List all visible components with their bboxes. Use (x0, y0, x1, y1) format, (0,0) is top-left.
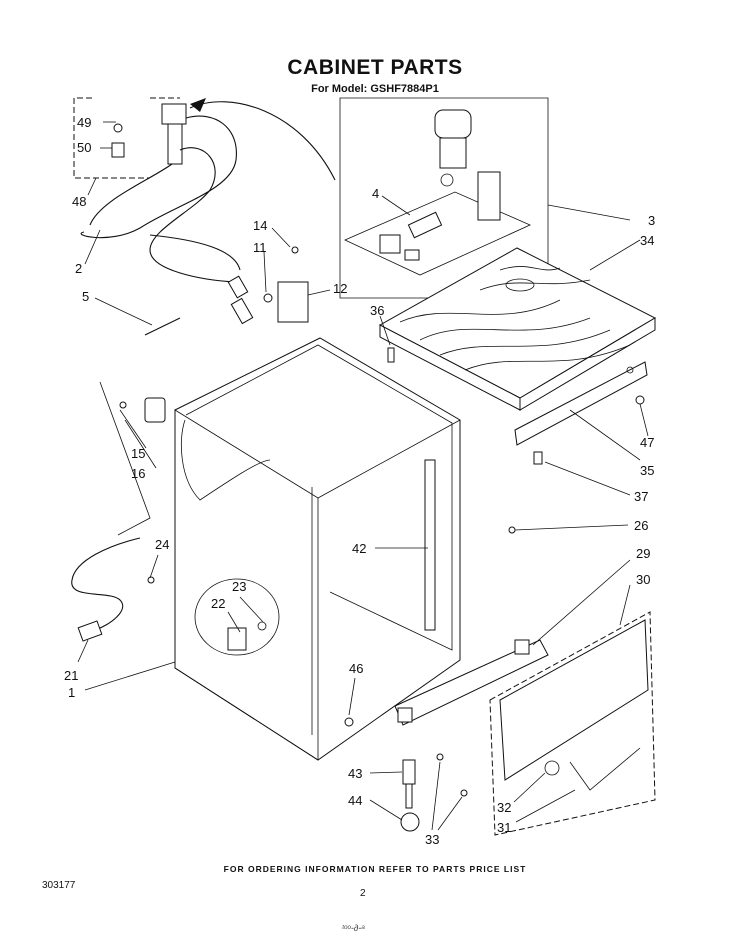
model-subtitle: For Model: GSHF7884P1 (311, 83, 439, 95)
callout-50: 50 (77, 140, 91, 155)
callout-1: 1 (68, 685, 75, 700)
callout-11: 11 (253, 240, 267, 255)
document-number: 303177 (42, 880, 76, 891)
cabinet-base (394, 611, 656, 836)
page-number: 2 (360, 888, 366, 899)
callout-23: 23 (232, 579, 246, 594)
screws (119, 246, 645, 797)
page-title: CABINET PARTS (287, 56, 463, 79)
callout-33: 33 (425, 832, 439, 847)
leader-lines (77, 121, 649, 831)
callout-12: 12 (333, 281, 347, 296)
cabinet-top-panel (378, 247, 657, 411)
callout-29: 29 (636, 546, 650, 561)
callout-5: 5 (82, 289, 89, 304)
cabinet-body (174, 337, 461, 761)
rear-bracket (514, 361, 648, 446)
callout-31: 31 (497, 820, 511, 835)
callout-37: 37 (634, 489, 648, 504)
power-cord (71, 381, 151, 642)
detail-box-lid-lock (339, 97, 549, 299)
callout-21: 21 (64, 668, 78, 683)
inlet-valve-assembly (73, 97, 336, 325)
callout-14: 14 (253, 218, 267, 233)
callout-49: 49 (77, 115, 91, 130)
callout-4: 4 (372, 186, 379, 201)
callout-43: 43 (348, 766, 362, 781)
callout-34: 34 (640, 233, 654, 248)
callout-2: 2 (75, 261, 82, 276)
leveling-leg (400, 759, 420, 832)
callout-15: 15 (131, 446, 145, 461)
callout-labels: 49 50 48 2 5 14 11 12 36 4 3 34 15 16 47… (64, 115, 655, 847)
callout-24: 24 (155, 537, 169, 552)
callout-16: 16 (131, 466, 145, 481)
ordering-note: FOR ORDERING INFORMATION REFER TO PARTS … (223, 864, 527, 874)
callout-22: 22 (211, 596, 225, 611)
callout-48: 48 (72, 194, 86, 209)
handwritten-scribble: ᵗᵒᵒ-∂-ᵃ (342, 923, 365, 933)
callout-47: 47 (640, 435, 654, 450)
callout-42: 42 (352, 541, 366, 556)
callout-26: 26 (634, 518, 648, 533)
callout-46: 46 (349, 661, 363, 676)
callout-3: 3 (648, 213, 655, 228)
callout-36: 36 (370, 303, 384, 318)
callout-44: 44 (348, 793, 362, 808)
callout-35: 35 (640, 463, 654, 478)
callout-30: 30 (636, 572, 650, 587)
callout-32: 32 (497, 800, 511, 815)
